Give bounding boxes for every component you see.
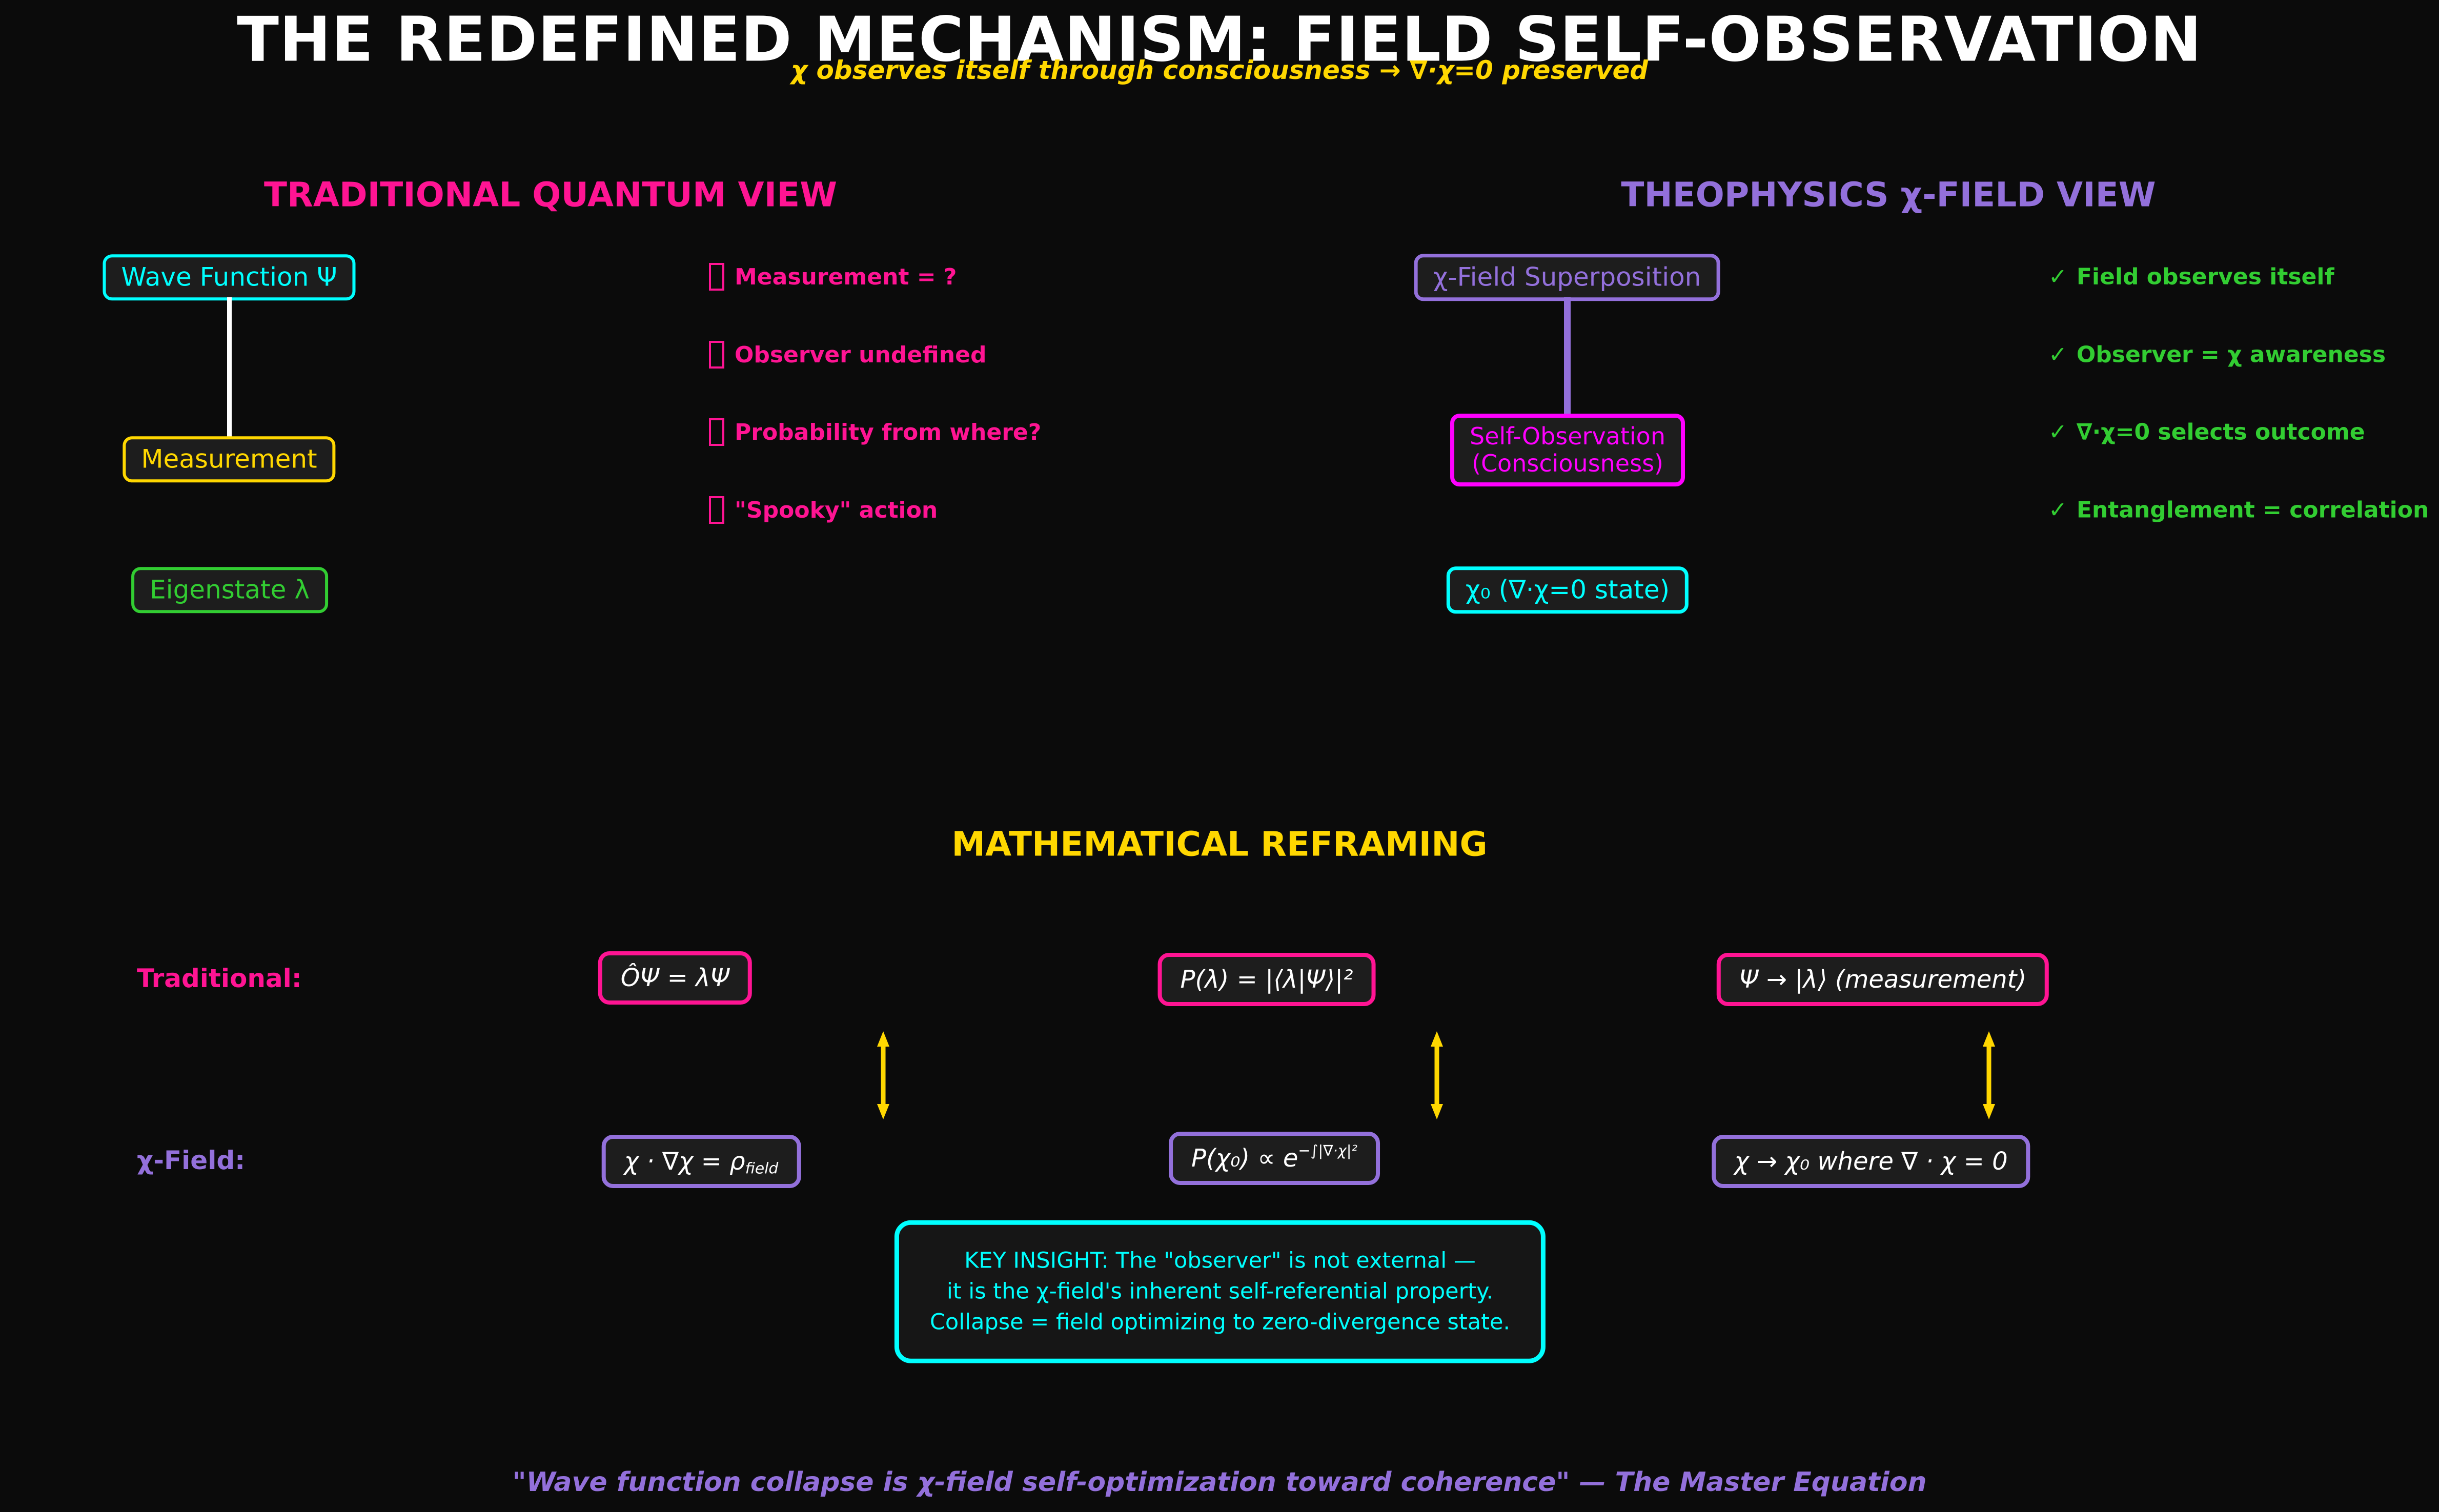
check-icon: ✓: [2048, 263, 2067, 290]
math-section-heading: MATHEMATICAL REFRAMING: [951, 824, 1488, 864]
right-panel-heading: THEOPHYSICS χ-FIELD VIEW: [1621, 175, 2156, 215]
connector-line-wave-to-measurement: [227, 297, 232, 440]
formula-text: ÔΨ = λΨ: [620, 964, 730, 992]
check-item-label: ∇·χ=0 selects outcome: [2076, 419, 2365, 445]
issue-item-label: Observer undefined: [735, 341, 987, 368]
formula-chi-relaxation: χ → χ₀ where ∇ · χ = 0: [1712, 1135, 2030, 1188]
node-self-observation-line2: (Consciousness): [1471, 449, 1663, 477]
formula-base: P(χ₀) ∝ e: [1191, 1144, 1298, 1173]
formula-collapse-measurement: Ψ → |λ⟩ (measurement): [1716, 953, 2049, 1006]
check-item-divergence-selects: ✓ ∇·χ=0 selects outcome: [2048, 419, 2365, 445]
double-arrow-icon: [1431, 1031, 1443, 1119]
key-insight-line2: it is the χ-field's inherent self-refere…: [946, 1278, 1494, 1304]
missing-glyph-icon: [709, 263, 724, 291]
formula-text: χ · ∇χ = ρfield: [624, 1147, 779, 1176]
footer-quote: "Wave function collapse is χ-field self-…: [512, 1467, 1927, 1498]
formula-text: χ → χ₀ where ∇ · χ = 0: [1734, 1147, 2008, 1176]
check-item-entanglement: ✓ Entanglement = correlation: [2048, 497, 2429, 523]
issue-item-observer: Observer undefined: [709, 341, 986, 369]
formula-text: P(χ₀) ∝ e−∫|∇·χ|²: [1191, 1141, 1357, 1173]
key-insight-line1: KEY INSIGHT: The "observer" is not exter…: [964, 1248, 1476, 1274]
missing-glyph-icon: [709, 341, 724, 369]
row-label-chi-field: χ-Field:: [137, 1146, 246, 1175]
check-item-field-observes: ✓ Field observes itself: [2048, 264, 2334, 290]
formula-base: χ · ∇χ = ρ: [624, 1147, 745, 1176]
node-eigenstate: Eigenstate λ: [131, 567, 328, 613]
row-label-traditional: Traditional:: [137, 964, 302, 993]
key-insight-box: KEY INSIGHT: The "observer" is not exter…: [894, 1220, 1546, 1363]
node-self-observation-line1: Self-Observation: [1470, 422, 1665, 451]
check-icon: ✓: [2048, 341, 2067, 368]
issue-item-probability: Probability from where?: [709, 418, 1041, 446]
formula-superscript: −∫|∇·χ|²: [1298, 1141, 1357, 1159]
formula-subscript: field: [745, 1159, 779, 1178]
left-panel-heading: TRADITIONAL QUANTUM VIEW: [263, 175, 838, 215]
node-wave-function: Wave Function Ψ: [103, 254, 356, 300]
node-chi-field-superposition: χ-Field Superposition: [1414, 254, 1720, 301]
issue-item-measurement: Measurement = ?: [709, 263, 957, 291]
formula-probability-exponential: P(χ₀) ∝ e−∫|∇·χ|²: [1169, 1132, 1380, 1185]
page-title: THE REDEFINED MECHANISM: FIELD SELF-OBSE…: [237, 4, 2202, 76]
check-item-label: Field observes itself: [2076, 263, 2334, 290]
node-measurement: Measurement: [123, 436, 336, 482]
missing-glyph-icon: [709, 418, 724, 446]
check-icon: ✓: [2048, 497, 2067, 523]
issue-item-label: "Spooky" action: [735, 497, 938, 523]
double-arrow-icon: [1983, 1031, 1995, 1119]
connector-line-superposition-to-selfobservation: [1564, 297, 1571, 421]
check-item-observer-awareness: ✓ Observer = χ awareness: [2048, 342, 2386, 368]
issue-item-label: Measurement = ?: [735, 263, 957, 290]
key-insight-line3: Collapse = field optimizing to zero-dive…: [929, 1310, 1511, 1336]
missing-glyph-icon: [709, 496, 724, 524]
formula-text: Ψ → |λ⟩ (measurement): [1739, 965, 2027, 994]
formula-eigenvalue-equation: ÔΨ = λΨ: [598, 951, 753, 1005]
check-item-label: Observer = χ awareness: [2076, 341, 2386, 368]
formula-chi-divergence: χ · ∇χ = ρfield: [601, 1135, 801, 1188]
issue-item-spooky: "Spooky" action: [709, 496, 938, 524]
check-item-label: Entanglement = correlation: [2076, 497, 2429, 523]
node-chi0-state: χ₀ (∇·χ=0 state): [1446, 566, 1689, 614]
formula-born-rule: P(λ) = |⟨λ|Ψ⟩|²: [1157, 953, 1376, 1006]
node-self-observation: Self-Observation (Consciousness): [1450, 414, 1685, 486]
formula-text: P(λ) = |⟨λ|Ψ⟩|²: [1180, 965, 1353, 994]
double-arrow-icon: [877, 1031, 889, 1119]
check-icon: ✓: [2048, 419, 2067, 445]
issue-item-label: Probability from where?: [735, 419, 1042, 445]
page-subtitle: χ observes itself through consciousness …: [790, 55, 1649, 85]
